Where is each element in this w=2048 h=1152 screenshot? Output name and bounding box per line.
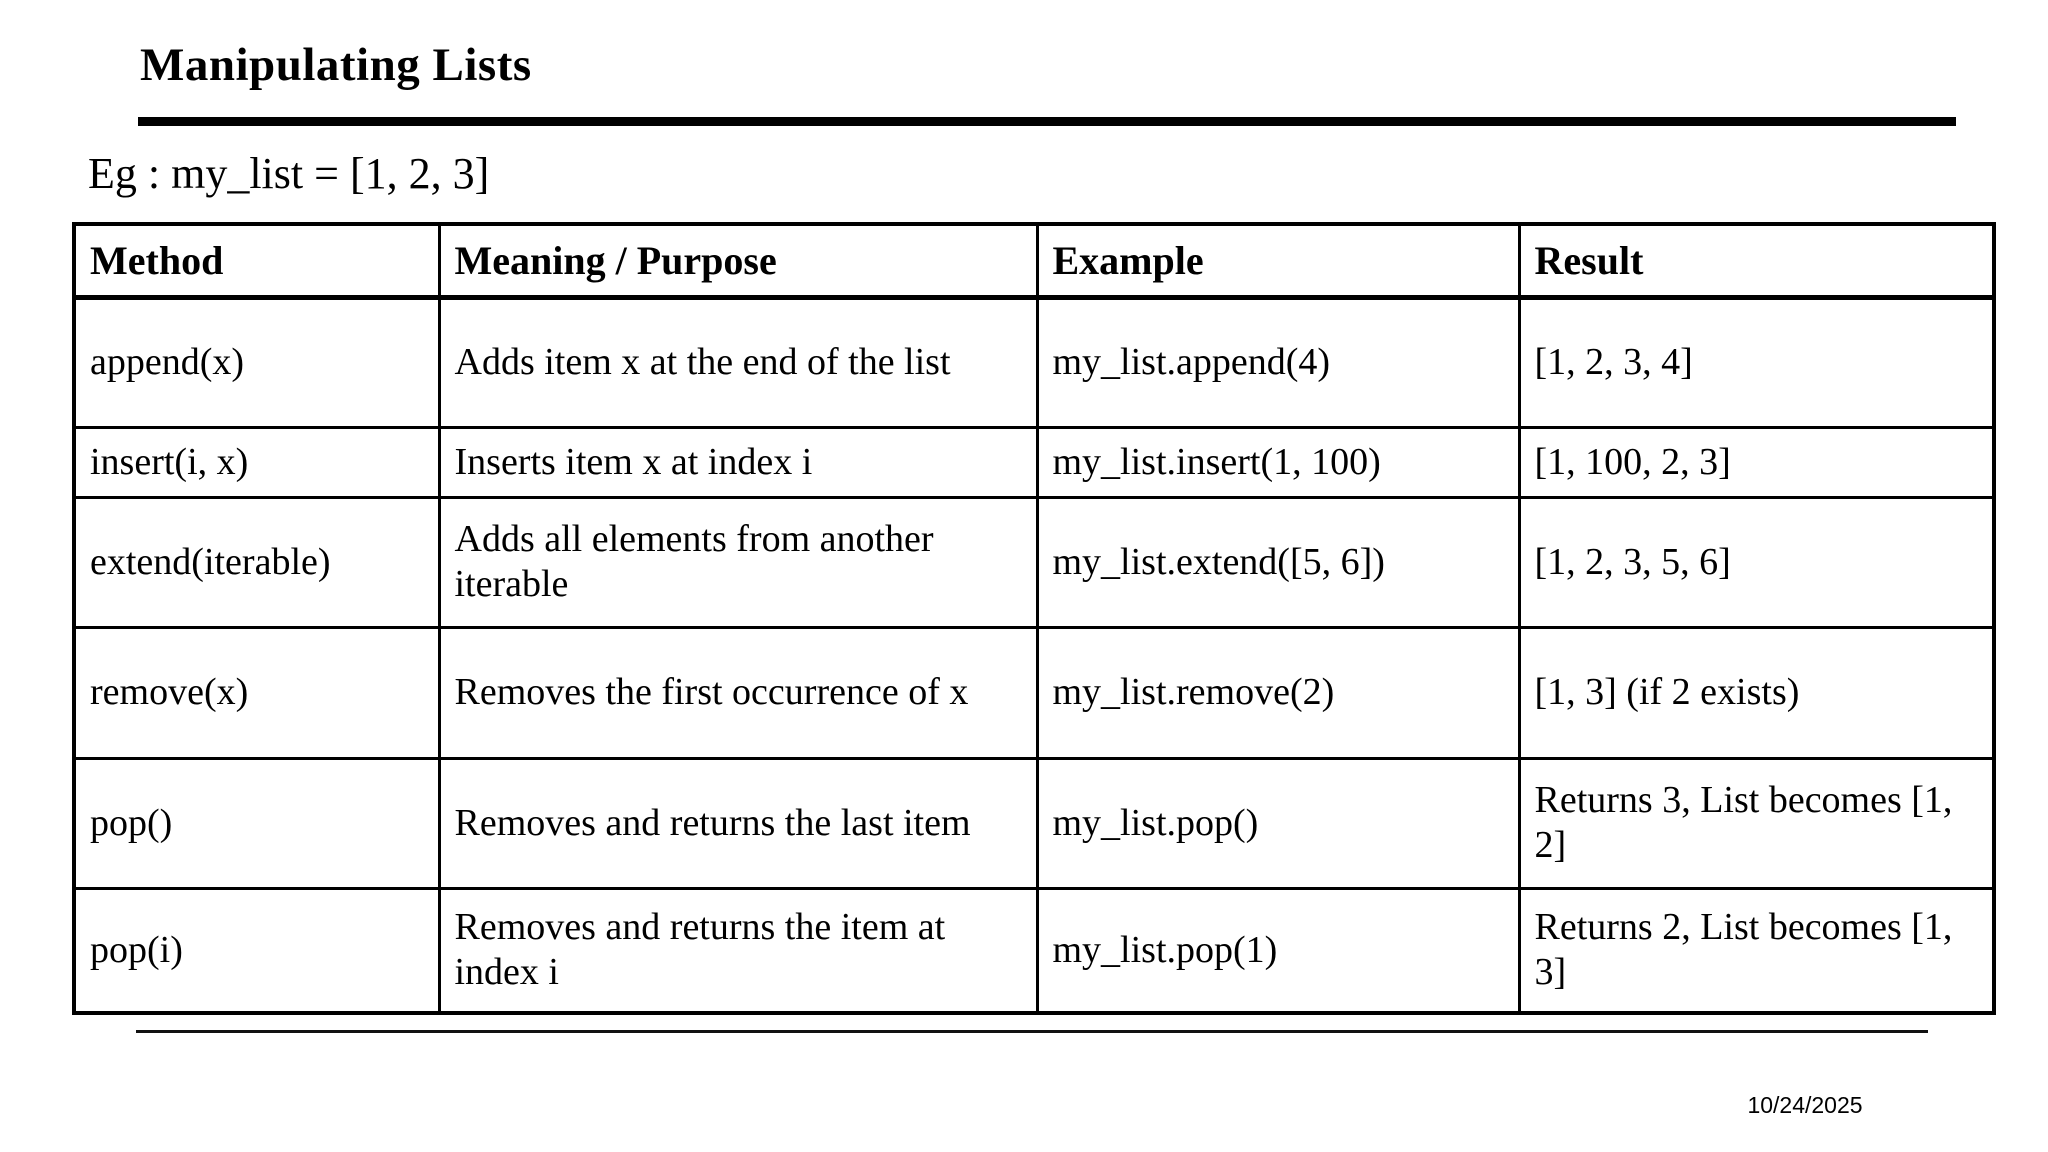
result-cell: Returns 3, List becomes [1, 2] — [1517, 756, 1996, 890]
example-cell: my_list.extend([5, 6]) — [1035, 495, 1521, 629]
method-cell: remove(x) — [72, 625, 441, 760]
method-cell: pop() — [72, 756, 441, 890]
meaning-cell: Inserts item x at index i — [437, 425, 1039, 499]
meaning-cell: Removes and returns the last item — [437, 756, 1039, 890]
footer-divider — [136, 1030, 1928, 1033]
example-cell: my_list.pop(1) — [1035, 886, 1521, 1015]
method-cell: pop(i) — [72, 886, 441, 1015]
table-row: insert(i, x) Inserts item x at index i m… — [72, 425, 1996, 499]
page-title: Manipulating Lists — [140, 39, 532, 91]
method-cell: extend(iterable) — [72, 495, 441, 629]
example-cell: my_list.insert(1, 100) — [1035, 425, 1521, 499]
table-row: pop(i) Removes and returns the item at i… — [72, 886, 1996, 1015]
column-header-result: Result — [1517, 222, 1996, 300]
result-cell: Returns 2, List becomes [1, 3] — [1517, 886, 1996, 1015]
example-cell: my_list.append(4) — [1035, 295, 1521, 429]
list-methods-table: Method Meaning / Purpose Example Result … — [72, 222, 1996, 1015]
column-header-meaning: Meaning / Purpose — [437, 222, 1039, 300]
result-cell: [1, 100, 2, 3] — [1517, 425, 1996, 499]
example-intro-text: Eg : my_list = [1, 2, 3] — [88, 149, 490, 198]
method-cell: append(x) — [72, 295, 441, 429]
column-header-example: Example — [1035, 222, 1521, 300]
table-row: append(x) Adds item x at the end of the … — [72, 295, 1996, 429]
meaning-cell: Removes and returns the item at index i — [437, 886, 1039, 1015]
table-row: extend(iterable) Adds all elements from … — [72, 495, 1996, 629]
meaning-cell: Removes the first occurrence of x — [437, 625, 1039, 760]
example-cell: my_list.pop() — [1035, 756, 1521, 890]
table-header-row: Method Meaning / Purpose Example Result — [72, 222, 1996, 300]
column-header-method: Method — [72, 222, 441, 300]
meaning-cell: Adds all elements from another iterable — [437, 495, 1039, 629]
result-cell: [1, 3] (if 2 exists) — [1517, 625, 1996, 760]
result-cell: [1, 2, 3, 4] — [1517, 295, 1996, 429]
table-row: pop() Removes and returns the last item … — [72, 756, 1996, 890]
example-cell: my_list.remove(2) — [1035, 625, 1521, 760]
slide-date: 10/24/2025 — [1747, 1092, 1863, 1118]
method-cell: insert(i, x) — [72, 425, 441, 499]
result-cell: [1, 2, 3, 5, 6] — [1517, 495, 1996, 629]
table-row: remove(x) Removes the first occurrence o… — [72, 625, 1996, 760]
meaning-cell: Adds item x at the end of the list — [437, 295, 1039, 429]
title-underline — [138, 117, 1956, 126]
